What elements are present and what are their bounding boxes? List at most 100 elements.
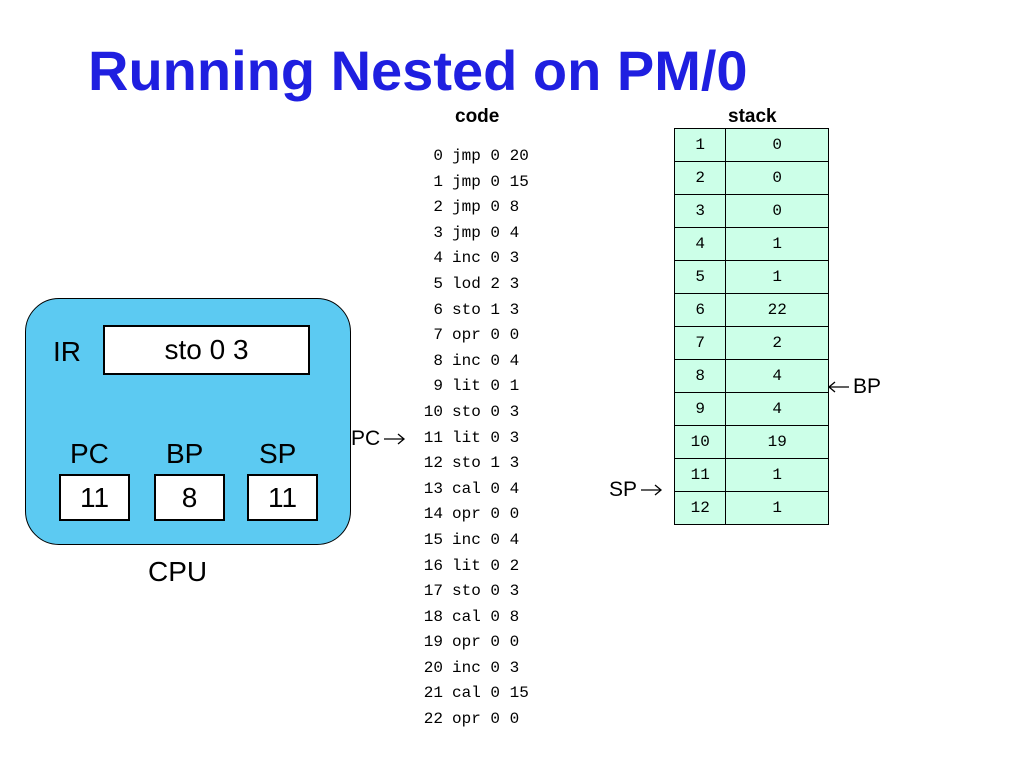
code-line-instruction: lit 0 3 — [452, 428, 520, 447]
stack-heading: stack — [728, 106, 777, 127]
stack-index-cell: 4 — [673, 227, 727, 261]
arrow-right-icon — [384, 433, 406, 445]
code-line-address: 14 — [423, 505, 443, 524]
code-line-instruction: cal 0 15 — [452, 684, 529, 703]
code-line-instruction: sto 0 3 — [452, 402, 520, 421]
stack-value-cell: 4 — [725, 392, 829, 426]
code-line-address: 3 — [433, 223, 443, 242]
code-line-address: 15 — [423, 530, 443, 549]
code-line-address: 16 — [423, 556, 443, 575]
code-line-instruction: inc 0 4 — [452, 351, 520, 370]
code-line-instruction: lit 0 1 — [452, 377, 520, 396]
bp-pointer-label: BP — [853, 375, 882, 398]
code-line-instruction: sto 0 3 — [452, 582, 520, 601]
code-heading: code — [455, 106, 500, 127]
stack-value-cell: 1 — [725, 227, 829, 261]
code-line-instruction: jmp 0 8 — [452, 198, 520, 217]
code-line: 17 sto 0 3 — [414, 581, 584, 607]
stack-index-cell: 9 — [673, 392, 727, 426]
code-line-instruction: opr 0 0 — [452, 505, 520, 524]
code-line-instruction: jmp 0 4 — [452, 223, 520, 242]
code-line: 12 sto 1 3 — [414, 453, 584, 479]
stack-index-cell: 6 — [673, 293, 727, 327]
code-line: 2 jmp 0 8 — [414, 197, 584, 223]
code-line-instruction: inc 0 3 — [452, 249, 520, 268]
code-line-address: 0 — [433, 147, 443, 165]
cpu-block: IR sto 0 3 PC BP SP 11 8 11 — [25, 298, 351, 545]
sp-pointer: SP — [609, 478, 663, 502]
code-line: 15 inc 0 4 — [414, 530, 584, 556]
code-line-address: 22 — [423, 710, 443, 729]
code-line-instruction: opr 0 0 — [452, 633, 520, 652]
code-line-address: 4 — [433, 249, 443, 268]
code-line-address: 10 — [423, 402, 443, 421]
code-line-address: 11 — [423, 428, 443, 447]
code-line: 8 inc 0 4 — [414, 351, 584, 377]
code-line: 3 jmp 0 4 — [414, 223, 584, 249]
code-line: 16 lit 0 2 — [414, 556, 584, 582]
code-line: 0 jmp 0 20 — [414, 146, 584, 172]
code-line-instruction: jmp 0 15 — [452, 172, 529, 191]
stack-index-cell: 10 — [673, 425, 727, 459]
code-line-instruction: inc 0 4 — [452, 530, 520, 549]
stack-index-cell: 8 — [673, 359, 727, 393]
code-line-instruction: inc 0 3 — [452, 658, 520, 677]
code-line: 11 lit 0 3 — [414, 428, 584, 454]
pc-pointer: PC — [351, 427, 406, 451]
code-line: 10 sto 0 3 — [414, 402, 584, 428]
code-line-address: 7 — [433, 326, 443, 345]
sp-pointer-label: SP — [609, 478, 638, 501]
code-line-address: 13 — [423, 479, 443, 498]
pc-register: 11 — [59, 474, 130, 521]
pc-pointer-label: PC — [351, 427, 381, 450]
code-line-instruction: sto 1 3 — [452, 454, 520, 473]
code-line-address: 17 — [423, 582, 443, 601]
code-line-instruction: jmp 0 20 — [452, 147, 529, 165]
code-line: 14 opr 0 0 — [414, 504, 584, 530]
sp-register: 11 — [247, 474, 318, 521]
page-title: Running Nested on PM/0 — [88, 39, 748, 102]
code-line-address: 6 — [433, 300, 443, 319]
code-line-address: 2 — [433, 198, 443, 217]
code-line-address: 8 — [433, 351, 443, 370]
bp-pointer: BP — [827, 375, 881, 399]
stack-value-cell: 1 — [725, 491, 829, 525]
stack-index-cell: 7 — [673, 326, 727, 360]
code-line-address: 12 — [423, 454, 443, 473]
stack-value-cell: 2 — [725, 326, 829, 360]
code-line: 20 inc 0 3 — [414, 658, 584, 684]
bp-register: 8 — [154, 474, 225, 521]
code-line-instruction: opr 0 0 — [452, 710, 520, 729]
stack-value-cell: 22 — [725, 293, 829, 327]
stack-index-cell: 5 — [673, 260, 727, 294]
stack-value-cell: 1 — [725, 260, 829, 294]
code-line-instruction: cal 0 8 — [452, 607, 520, 626]
stack-index-cell: 2 — [673, 161, 727, 195]
sp-label: SP — [259, 438, 297, 469]
stack-value-cell: 0 — [725, 128, 829, 162]
code-line-instruction: opr 0 0 — [452, 326, 520, 345]
code-line: 7 opr 0 0 — [414, 325, 584, 351]
stack-value-cell: 19 — [725, 425, 829, 459]
code-line-instruction: lit 0 2 — [452, 556, 520, 575]
stack-index-cell: 3 — [673, 194, 727, 228]
code-line-instruction: cal 0 4 — [452, 479, 520, 498]
code-line-address: 20 — [423, 658, 443, 677]
stack-value-cell: 4 — [725, 359, 829, 393]
arrow-left-icon — [827, 381, 849, 393]
